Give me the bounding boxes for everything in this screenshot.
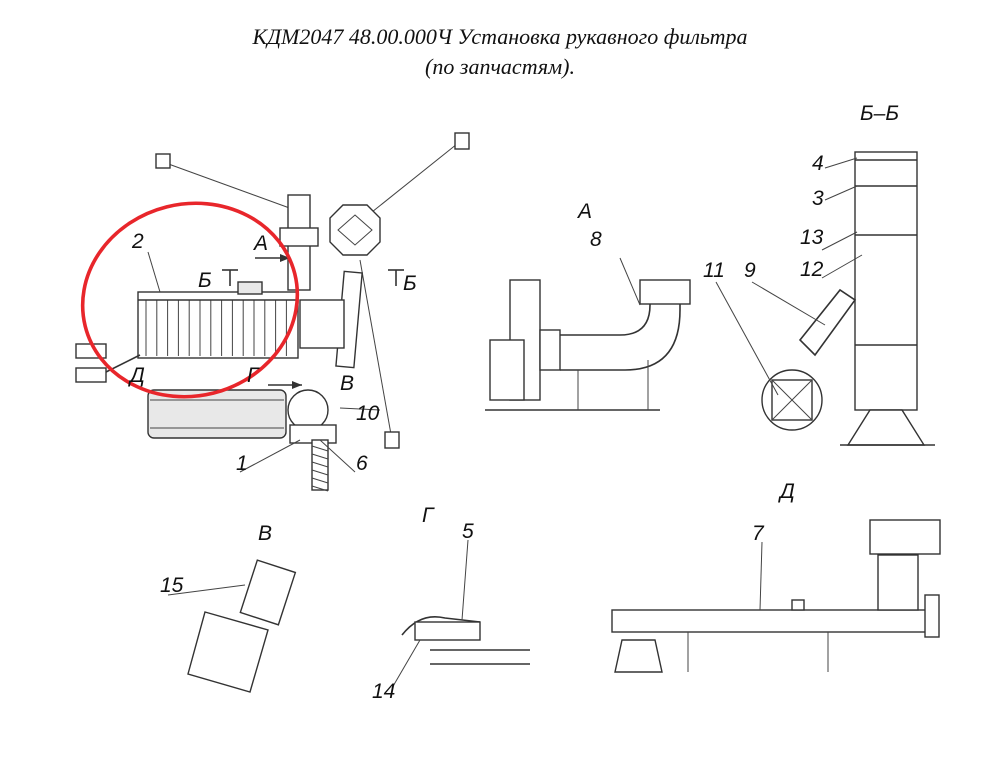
- left-bracket: [75, 367, 107, 383]
- end-flange: [924, 594, 940, 638]
- duct-flange: [279, 227, 319, 247]
- arrow-head: [280, 254, 290, 262]
- arrow-head: [292, 381, 302, 389]
- section-bb: Б–Б 4 3 13 12 11 9: [703, 102, 935, 446]
- screw-threads: [311, 445, 329, 492]
- leader-8: [619, 257, 641, 306]
- view-g: Г 5 14: [372, 504, 530, 703]
- main-view: 2 А Б Б Д Г В 10 1 6: [75, 132, 470, 492]
- box-body: [187, 611, 269, 693]
- label-4: 4: [812, 152, 824, 175]
- column-base: [846, 409, 926, 446]
- cylinder: [147, 389, 287, 439]
- view-g-title: Г: [422, 504, 435, 527]
- leader-2: [147, 251, 161, 293]
- label-12: 12: [800, 258, 824, 281]
- clamp-arc: [401, 616, 481, 636]
- view-d: Д 7: [611, 480, 941, 673]
- label-b-left: Б: [198, 269, 212, 292]
- drive-motor: [877, 554, 919, 611]
- label-d: Д: [128, 364, 145, 387]
- elbow-outer: [560, 290, 651, 336]
- label-2: 2: [131, 230, 144, 253]
- tie-rod-left: [162, 161, 296, 211]
- label-15: 15: [160, 574, 184, 597]
- anchor-plate: [454, 132, 470, 150]
- label-g: Г: [247, 364, 260, 387]
- highlight-ellipse: [80, 201, 300, 399]
- leader-14: [391, 639, 421, 689]
- screw-thread: [311, 477, 329, 484]
- label-6: 6: [356, 452, 368, 475]
- clamp-body: [414, 621, 481, 641]
- elbow-top-flange: [639, 279, 691, 305]
- elbow-inner: [560, 290, 681, 371]
- top-nozzle: [791, 599, 805, 611]
- leader-9: [751, 281, 826, 326]
- leader-4: [824, 157, 858, 169]
- label-8: 8: [590, 228, 602, 251]
- screw-thread: [311, 485, 329, 492]
- inlet-pipe: [798, 288, 857, 357]
- label-3: 3: [812, 187, 824, 210]
- label-v: В: [340, 372, 354, 395]
- octagon-unit: [329, 204, 381, 256]
- conveyor-support: [614, 639, 663, 673]
- label-9: 9: [744, 259, 756, 282]
- side-box: [299, 299, 345, 349]
- view-d-title: Д: [778, 480, 795, 503]
- filter-housing: [137, 291, 299, 359]
- label-7: 7: [752, 522, 765, 545]
- hopper-flange: [239, 559, 297, 626]
- fan-cross: [771, 379, 813, 421]
- fan-flange: [539, 329, 561, 371]
- label-14: 14: [372, 680, 395, 703]
- label-13: 13: [800, 226, 824, 249]
- drive-housing: [869, 519, 941, 555]
- leader-3: [824, 185, 858, 201]
- leader-7: [759, 541, 763, 611]
- filter-top-box: [237, 281, 263, 295]
- screw-thread: [311, 445, 329, 452]
- leader-6: [319, 439, 356, 473]
- screw-conveyor: [611, 609, 933, 633]
- view-a-title: А: [576, 200, 592, 223]
- view-v-title: В: [258, 522, 272, 545]
- label-b-right: Б: [403, 272, 417, 295]
- label-5: 5: [462, 520, 474, 543]
- drawing-subtitle: (по запчастям).: [425, 54, 575, 79]
- leader-12: [821, 254, 863, 279]
- label-1: 1: [236, 452, 248, 475]
- drawing-title: КДМ2047 48.00.000Ч Установка рукавного ф…: [252, 24, 748, 49]
- leader-15: [167, 584, 246, 596]
- leader-13: [821, 231, 858, 251]
- octagon-inner: [337, 214, 373, 246]
- section-bb-title: Б–Б: [860, 102, 899, 125]
- view-v: В 15: [160, 522, 297, 693]
- label-10: 10: [356, 402, 380, 425]
- anchor-plate: [155, 153, 171, 169]
- filter-column: [854, 151, 918, 411]
- label-a: А: [252, 232, 268, 255]
- label-11: 11: [703, 259, 725, 282]
- leader-10: [339, 407, 381, 411]
- anchor-plate: [384, 431, 400, 449]
- screw-thread: [311, 453, 329, 460]
- screw-thread: [311, 461, 329, 468]
- leader-5: [461, 539, 469, 621]
- leader-1: [239, 439, 301, 473]
- view-a: А 8: [485, 200, 691, 411]
- tie-rod-lower: [359, 259, 393, 441]
- lower-rotor: [287, 389, 329, 431]
- tie-rod-right: [361, 139, 463, 221]
- screw-thread: [311, 469, 329, 476]
- filter-sleeves: [145, 300, 287, 356]
- leader-11: [715, 281, 779, 396]
- motor-block: [489, 339, 525, 401]
